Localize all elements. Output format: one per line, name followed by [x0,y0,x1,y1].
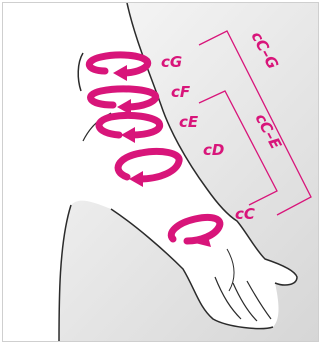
label-ce: cE [179,113,199,131]
label-cg: cG [161,53,182,71]
arm-measurement-diagram: cG cF cE cD cC cC–G cC–E [3,3,319,342]
label-cf: cF [171,83,191,101]
label-cd: cD [203,141,224,159]
label-cc: cC [235,205,255,223]
diagram-frame: cG cF cE cD cC cC–G cC–E [2,2,319,342]
